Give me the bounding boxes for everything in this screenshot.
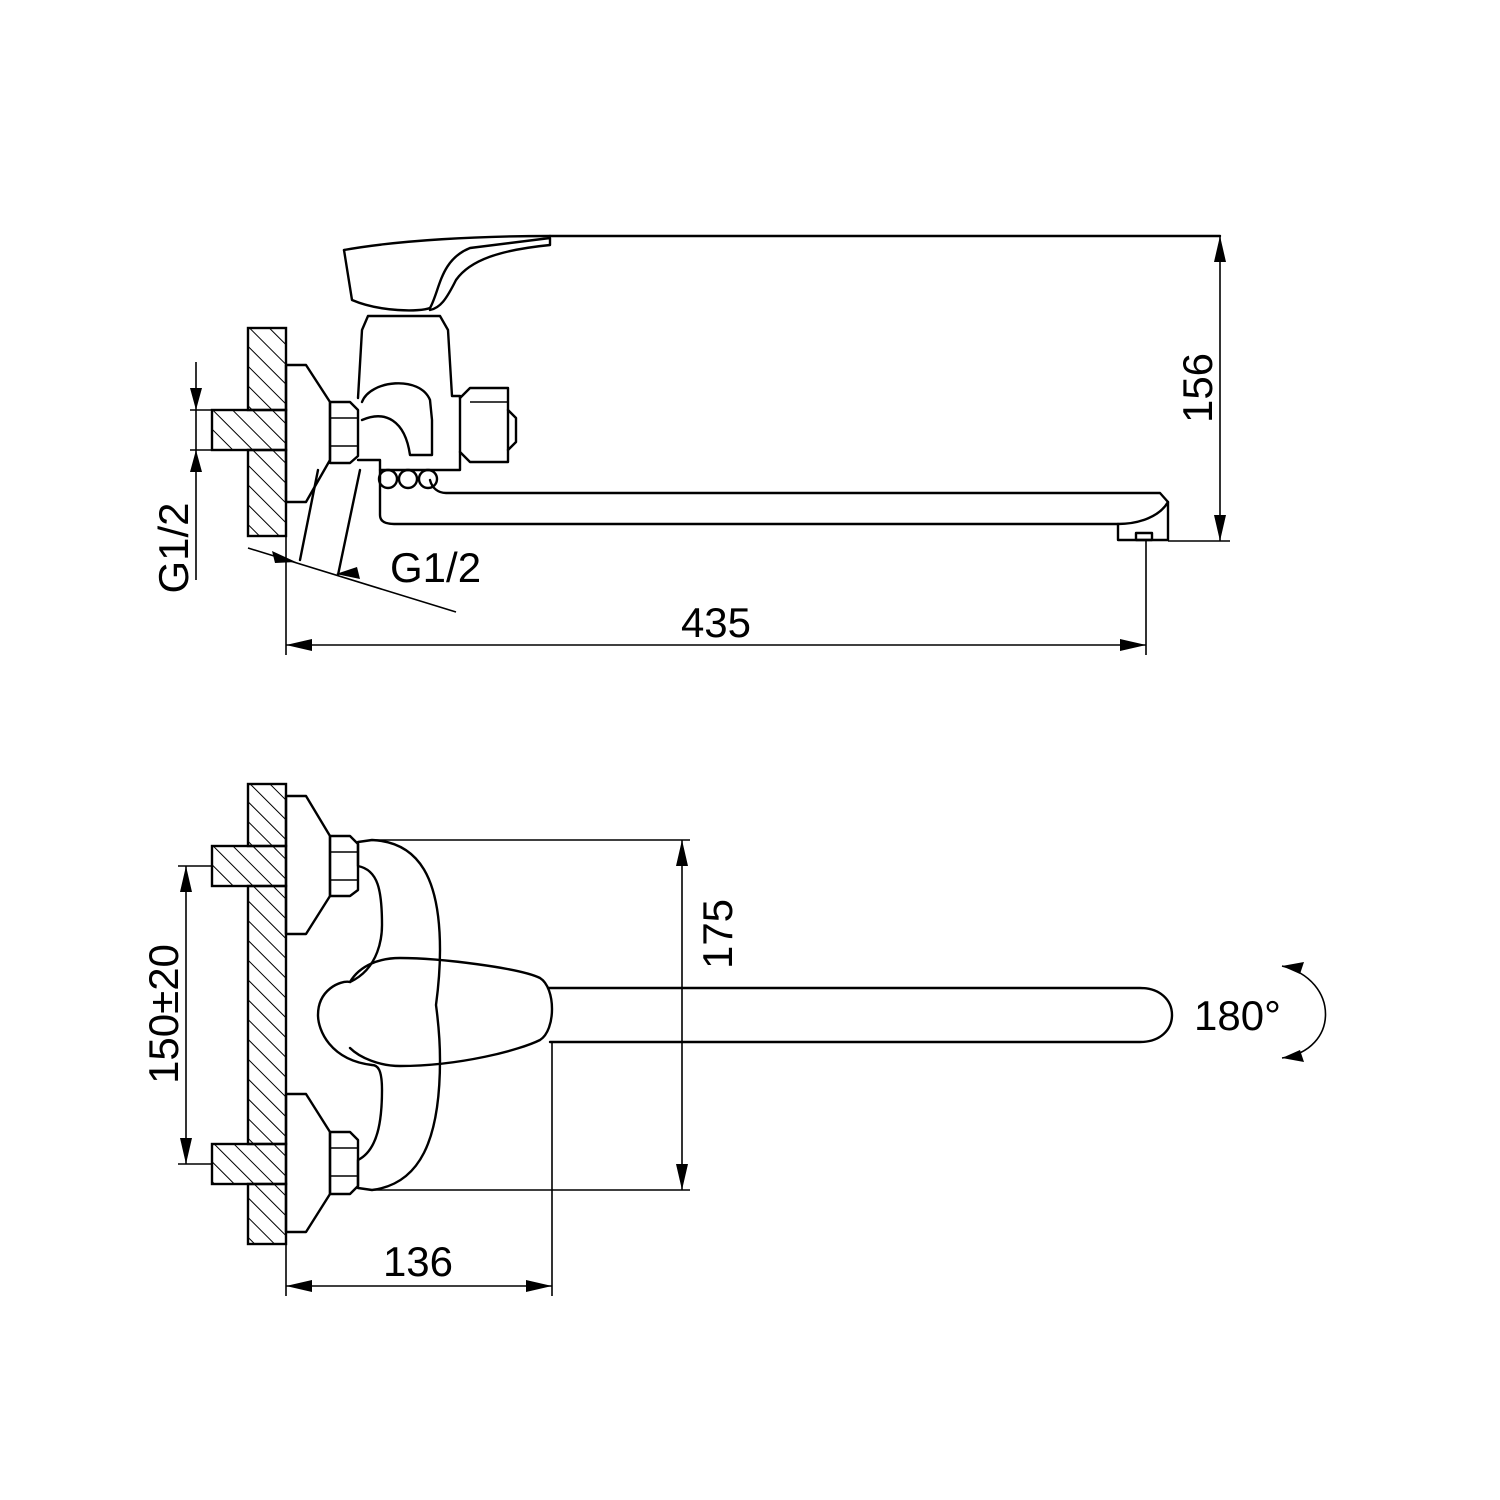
inlet-pipe-lower (210, 1142, 288, 1186)
side-view: 156 435 G1/2 G1/2 (150, 234, 1230, 655)
wall-section-top-2 (246, 884, 288, 1146)
rotation-arc (1281, 965, 1327, 1059)
depth-dimension-text: 175 (694, 899, 741, 969)
height-dimension-text: 156 (1174, 353, 1221, 423)
mixer-body (356, 314, 462, 472)
wall-section-top-3 (246, 1182, 288, 1246)
wall-offset-dimension-text: 136 (383, 1238, 453, 1285)
eccentric-adapter (298, 468, 362, 577)
lever-handle (342, 236, 552, 312)
length-dimension-text: 435 (681, 599, 751, 646)
body-curve (360, 382, 434, 457)
center-distance-dimension-text: 150±20 (140, 944, 187, 1084)
mixer-body-top (316, 838, 442, 1192)
wall-flange (284, 363, 332, 504)
lever-top (348, 956, 554, 1068)
wall-section-lower (246, 448, 288, 538)
nut-upper (328, 834, 360, 898)
wall-section-upper (246, 326, 288, 412)
connection-nut (328, 400, 360, 465)
wall-section-top-1 (246, 782, 288, 848)
spout-top (546, 986, 1174, 1044)
aerator (1134, 531, 1154, 542)
top-view: 175 150±20 136 180° (140, 782, 1327, 1296)
inlet-pipe-upper (210, 844, 288, 888)
inlet-thread-angled-text: G1/2 (390, 544, 481, 591)
flange-upper (284, 794, 332, 936)
nut-lower (328, 1130, 360, 1196)
diverter-cap (458, 386, 510, 464)
spout (378, 468, 1170, 526)
inlet-pipe (210, 408, 288, 452)
inlet-thread-vertical-text: G1/2 (150, 502, 197, 593)
rotation-angle-text: 180° (1194, 992, 1281, 1039)
flange-lower (284, 1092, 332, 1234)
